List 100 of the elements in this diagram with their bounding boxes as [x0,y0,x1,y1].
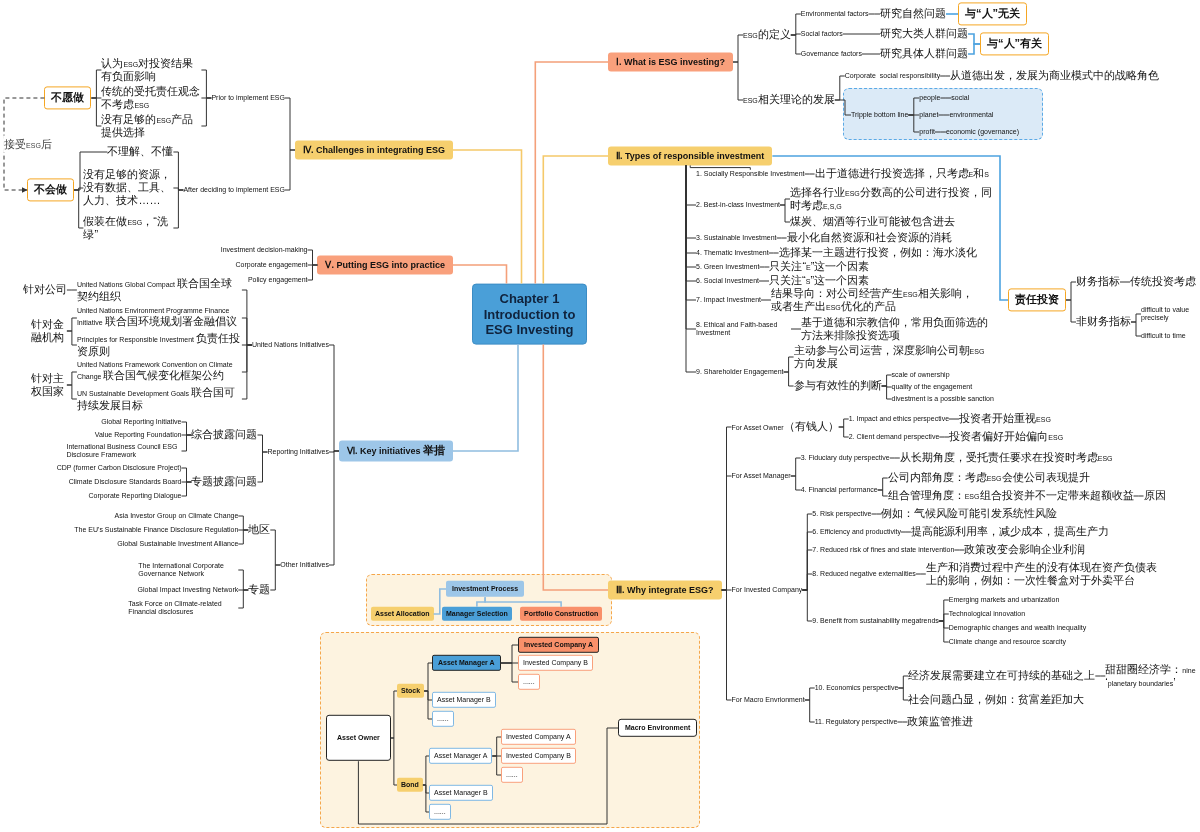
connector-line [542,343,609,591]
branch-topic: Ⅴ. Putting ESG into practice [317,255,453,275]
connector-line [66,289,78,291]
branch-topic: Ⅰ. What is ESG investing? [608,52,733,72]
connector-line [801,589,813,622]
connector-line [790,328,802,330]
topic-text: 综合披露问题 [191,428,258,442]
topic-text: 研究具体人群问题 [880,47,968,61]
topic-text: 政策改变会影响企业利润 [964,543,1086,557]
connector-line [721,589,732,701]
group-panel [320,632,700,828]
summary-topic: 不会做 [27,178,74,202]
connector-line [73,189,84,229]
branch-topic: Ⅲ. Why integrate ESG? [608,580,722,600]
branch-topic: Ⅵ. Key initiatives 举措 [338,440,453,462]
connector-line [181,481,192,497]
connector-line [1065,299,1077,323]
central-topic: Chapter 1 Introduction to ESG Investing [472,283,587,345]
topic-text: 专题披露问题 [191,475,258,489]
connector-line [534,61,609,285]
connector-line [484,596,562,608]
connector-line [491,755,502,776]
connector-line [284,149,296,191]
connector-line [868,13,881,15]
connector-line [685,164,697,373]
topic-text: 例如：气候风险可能引发系统性风险 [881,507,1058,521]
connector-line [790,475,802,491]
connector-line [804,699,816,723]
topic-text: 非财务指标 [1076,315,1131,329]
connector-line [804,173,816,175]
topic-text: 生产和消费过程中产生的没有体现在资产负债表上的影响，例如：一次性餐盒对于外卖平台 [925,560,1166,588]
topic-text: 参与有效性的判断 [793,379,882,393]
topic-text: 针对主权国家 [30,371,67,399]
connector-line [783,371,795,387]
connector-line [90,97,102,127]
connector-line [938,436,950,438]
connector-line [452,149,523,285]
connector-line [328,450,340,566]
topic-text: 地区 [248,523,271,537]
connector-line [889,457,901,459]
summary-topic: 与“人”无关 [958,2,1027,26]
connector-line [689,164,751,171]
connector-line [881,385,893,400]
connector-line [967,43,981,55]
topic-text: 研究大类人群问题 [880,27,968,41]
connector-line [357,727,619,825]
topic-text: 针对金融机构 [30,317,67,345]
topic-text: 没有足够的资源，没有数据、工具、人力、技术…… [83,168,174,208]
topic-text: 原因 [1143,489,1166,503]
topic-text: 传统投资考虑 [1130,275,1196,289]
topic-text: 经济发展需要建立在可持续的基础之上 [908,669,1096,683]
connector-line [760,299,772,301]
connector-line [758,266,770,268]
summary-topic: 不愿做 [44,86,92,110]
connector-line [945,13,959,15]
topic-text: 最小化自然资源和社会资源的消耗 [786,231,952,245]
connector-line [838,426,850,438]
connector-line [776,237,788,239]
connector-line [432,588,447,615]
connector-line [1130,321,1142,337]
connector-line [896,721,908,723]
group-panel [366,574,612,626]
connector-line [66,384,78,400]
connector-line [779,204,791,223]
connector-line [422,755,430,786]
connector-line [934,131,947,133]
summary-topic: 责任投资 [1008,288,1066,312]
topic-text: 针对公司 [22,283,67,297]
connector-line [790,34,802,55]
topic-text: 专题 [248,583,271,597]
connector-line [900,531,912,533]
connector-line [915,573,927,575]
connector-line [1094,675,1106,677]
connector-line [842,33,881,35]
connector-line [1119,281,1131,283]
dashed-arrow [3,97,45,193]
topic-text: 研究自然问题 [880,7,946,21]
topic-text: 基于道德和宗教信仰，常用负面筛选的方法来排除投资选项 [801,315,991,343]
connector-line [237,529,249,545]
connector-line [423,690,433,720]
connector-line [937,114,950,116]
connector-line [907,114,920,133]
connector-line [768,252,780,254]
connector-line [241,344,253,400]
connector-line [500,662,519,683]
connector-line [939,97,952,99]
connector-line [732,61,744,101]
topic-text: 社会问题凸显，例如：贫富差距加大 [908,693,1085,707]
connector-line [771,155,1009,301]
connector-line [237,589,249,609]
connector-line [172,189,184,229]
branch-topic: Ⅱ. Types of responsible investment [608,146,773,166]
connector-line [422,784,430,813]
topic-text: 从道德出发，发展为商业模式中的战略角色 [950,69,1160,83]
connector-line [200,97,212,127]
connector-line [307,264,318,281]
branch-topic: Ⅳ. Challenges in integrating ESG [294,140,453,160]
connector-line [1133,495,1144,497]
connector-line [948,418,960,420]
connector-line [834,99,852,116]
